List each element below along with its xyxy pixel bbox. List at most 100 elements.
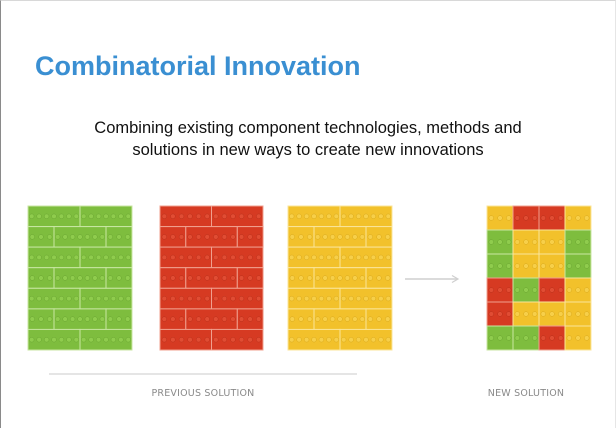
brick bbox=[287, 267, 315, 289]
brick bbox=[27, 246, 81, 269]
stud bbox=[540, 311, 546, 317]
stud bbox=[333, 213, 339, 219]
lego-combination-figure: PREVIOUS SOLUTION NEW SOLUTION bbox=[27, 205, 592, 399]
brick bbox=[365, 308, 393, 331]
stud bbox=[58, 213, 65, 219]
stud bbox=[558, 215, 564, 221]
stud bbox=[289, 254, 295, 261]
mosaic-brick bbox=[538, 325, 566, 351]
stud bbox=[43, 295, 50, 302]
stud bbox=[289, 275, 295, 281]
stud bbox=[523, 239, 529, 245]
stud bbox=[221, 234, 228, 240]
stud bbox=[247, 295, 253, 302]
stud bbox=[187, 295, 193, 302]
stud bbox=[303, 254, 310, 261]
stud bbox=[103, 213, 109, 219]
mosaic-brick bbox=[564, 205, 592, 231]
stud bbox=[230, 234, 236, 240]
stud bbox=[73, 254, 79, 261]
stud bbox=[385, 295, 391, 302]
stud bbox=[355, 295, 362, 302]
mosaic-brick bbox=[538, 277, 566, 303]
stud bbox=[95, 213, 102, 219]
mosaic-brick bbox=[512, 229, 540, 255]
stud bbox=[230, 213, 236, 219]
stud bbox=[73, 295, 79, 302]
stud bbox=[558, 311, 564, 317]
brick bbox=[159, 308, 187, 331]
mosaic-brick bbox=[564, 301, 592, 327]
stud bbox=[125, 316, 131, 322]
stud bbox=[43, 254, 50, 261]
stud bbox=[81, 295, 87, 302]
stud bbox=[36, 213, 42, 219]
stud bbox=[326, 337, 332, 343]
mosaic-brick bbox=[486, 277, 514, 303]
stud bbox=[187, 234, 193, 240]
brick bbox=[159, 267, 187, 289]
stud bbox=[195, 213, 202, 219]
stud bbox=[213, 213, 219, 219]
stud bbox=[161, 295, 167, 302]
stud bbox=[298, 316, 304, 322]
stud bbox=[51, 213, 57, 219]
stud bbox=[256, 254, 262, 261]
stud bbox=[170, 275, 176, 281]
stud bbox=[514, 239, 520, 245]
brick bbox=[211, 205, 264, 228]
stud bbox=[558, 287, 564, 293]
stud bbox=[256, 213, 262, 219]
stud bbox=[95, 337, 102, 343]
stud bbox=[566, 287, 572, 293]
stud bbox=[99, 234, 105, 240]
stud bbox=[296, 254, 302, 261]
stud bbox=[195, 254, 202, 261]
stud bbox=[322, 234, 328, 240]
stud bbox=[540, 263, 546, 269]
stud bbox=[77, 234, 83, 240]
stud bbox=[107, 234, 113, 240]
stud bbox=[116, 316, 122, 322]
stud bbox=[311, 295, 317, 302]
stud bbox=[110, 295, 117, 302]
stud bbox=[213, 295, 219, 302]
stud bbox=[69, 275, 76, 281]
mosaic-brick bbox=[564, 277, 592, 303]
arrow-icon bbox=[405, 274, 460, 284]
mosaic-brick bbox=[538, 301, 566, 327]
mosaic-brick bbox=[564, 325, 592, 351]
stud bbox=[204, 295, 210, 302]
stud bbox=[289, 213, 295, 219]
stud bbox=[51, 295, 57, 302]
stud bbox=[77, 316, 83, 322]
stud bbox=[488, 335, 494, 341]
stud bbox=[584, 335, 590, 341]
stud bbox=[213, 316, 219, 322]
stud bbox=[514, 335, 520, 341]
stud bbox=[326, 213, 332, 219]
stud bbox=[195, 295, 202, 302]
stud bbox=[187, 254, 193, 261]
slide-title: Combinatorial Innovation bbox=[35, 51, 361, 81]
yellow-components bbox=[287, 205, 393, 351]
stud bbox=[341, 254, 347, 261]
new-solution-label: NEW SOLUTION bbox=[488, 388, 564, 399]
stud bbox=[289, 295, 295, 302]
brick bbox=[27, 287, 81, 310]
stud bbox=[29, 316, 35, 322]
stud bbox=[359, 275, 365, 281]
stud bbox=[523, 263, 529, 269]
stud bbox=[161, 316, 167, 322]
brick bbox=[79, 246, 133, 269]
new-solution-mosaic bbox=[486, 205, 592, 351]
stud bbox=[303, 213, 310, 219]
brick bbox=[365, 226, 393, 248]
stud bbox=[344, 234, 351, 240]
stud bbox=[66, 295, 72, 302]
stud bbox=[170, 254, 176, 261]
stud bbox=[99, 316, 105, 322]
stud bbox=[558, 335, 564, 341]
stud bbox=[378, 337, 384, 343]
stud bbox=[187, 337, 193, 343]
